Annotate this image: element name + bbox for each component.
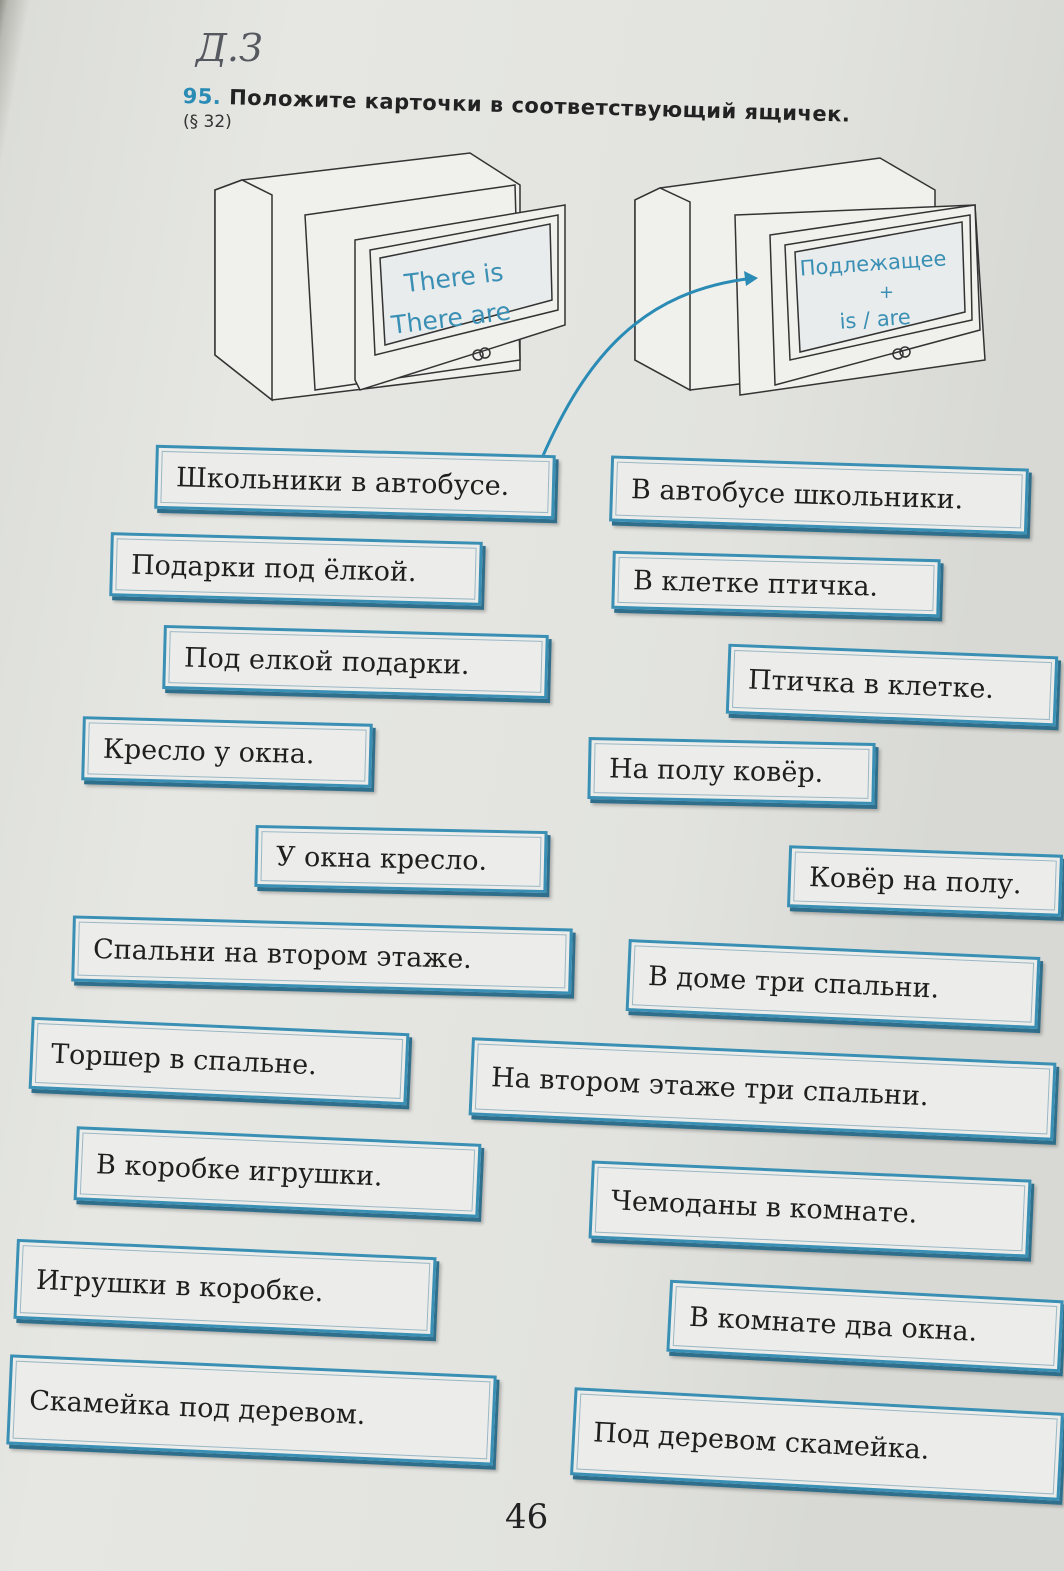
sentence-card[interactable]: Подарки под ёлкой. — [109, 532, 483, 606]
sentence-card[interactable]: Под елкой подарки. — [162, 624, 549, 700]
sentence-card[interactable]: На полу ковёр. — [587, 737, 876, 805]
arrow-head-icon — [744, 271, 758, 286]
sentence-card[interactable]: На втором этаже три спальни. — [468, 1037, 1057, 1141]
drawer-label-line3: is / are — [839, 305, 912, 334]
sentence-card[interactable]: Школьники в автобусе. — [154, 444, 556, 520]
sentence-card[interactable]: Ковёр на полу. — [787, 845, 1063, 917]
sentence-card[interactable]: Спальни на втором этаже. — [71, 915, 573, 995]
sentence-card[interactable]: Скамейка под деревом. — [6, 1354, 497, 1466]
drawers-illustration: There is There are Подлежащее + is / are — [214, 152, 986, 459]
sentence-card[interactable]: Чемоданы в комнате. — [588, 1160, 1032, 1258]
sentence-card[interactable]: В коробке игрушки. — [73, 1126, 482, 1218]
sentence-card[interactable]: Торшер в спальне. — [28, 1016, 410, 1106]
drawer-label-line2: + — [879, 282, 894, 303]
sentence-card[interactable]: Игрушки в коробке. — [13, 1238, 437, 1338]
handwritten-note: Д.З — [196, 26, 263, 70]
sentence-card[interactable]: В комнате два окна. — [666, 1279, 1064, 1373]
sentence-card[interactable]: В автобусе школьники. — [609, 455, 1029, 535]
answer-arrow — [540, 276, 756, 459]
sentence-card[interactable]: У окна кресло. — [254, 824, 548, 894]
sentence-card[interactable]: Птичка в клетке. — [725, 643, 1059, 727]
drawer-subject-is-are: Подлежащее + is / are — [634, 157, 986, 396]
drawer-there-is: There is There are — [214, 152, 566, 402]
sentence-card[interactable]: В клетке птичка. — [611, 550, 941, 618]
sentence-card[interactable]: Кресло у окна. — [81, 716, 373, 788]
section-reference: (§ 32) — [183, 112, 232, 132]
sentence-card[interactable]: В доме три спальни. — [625, 939, 1041, 1029]
page-number: 46 — [505, 1497, 549, 1537]
sentence-card[interactable]: Под деревом скамейка. — [570, 1387, 1064, 1501]
